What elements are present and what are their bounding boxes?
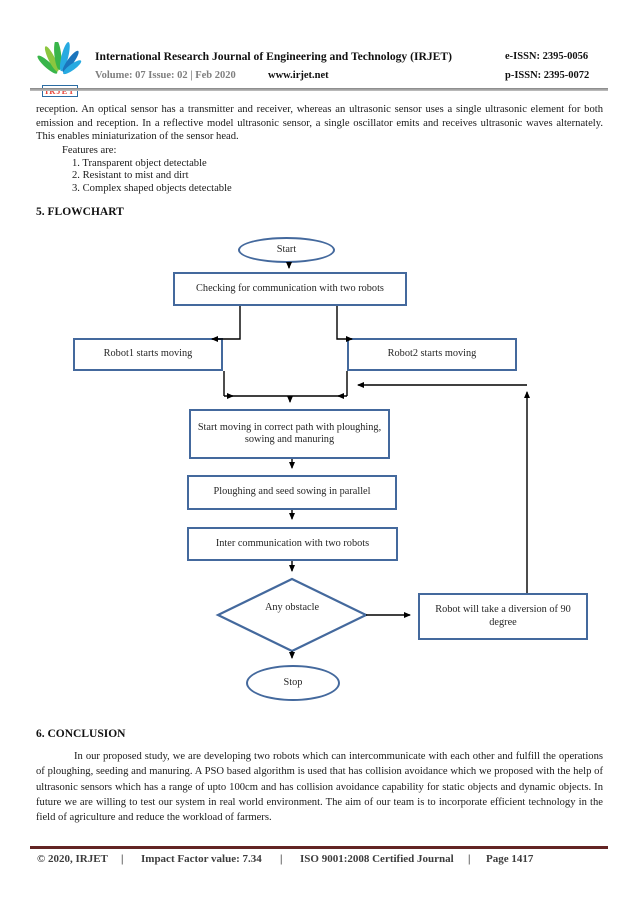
feature-item: 3. Complex shaped objects detectable — [72, 182, 232, 194]
flowchart-node-checking: Checking for communication with two robo… — [173, 272, 407, 306]
footer-divider — [30, 846, 608, 849]
flowchart-decision-label: Any obstacle — [264, 602, 320, 613]
feature-item: 2. Resistant to mist and dirt — [72, 170, 189, 182]
e-issn: e-ISSN: 2395-0056 — [505, 51, 589, 62]
footer-copyright: © 2020, IRJET — [37, 853, 108, 865]
intro-paragraph: reception. An optical sensor has a trans… — [36, 104, 603, 143]
conclusion-paragraph: In our proposed study, we are developing… — [36, 751, 603, 824]
flowchart-node-robot2: Robot2 starts moving — [347, 338, 517, 371]
volume-issue: Volume: 07 Issue: 02 | Feb 2020 — [95, 70, 236, 81]
footer-separator: | — [121, 853, 124, 865]
footer-page-number: Page 1417 — [486, 853, 534, 865]
flowchart-node-robot1: Robot1 starts moving — [73, 338, 223, 371]
footer-separator: | — [468, 853, 471, 865]
section-heading-flowchart: 5. FLOWCHART — [36, 206, 124, 218]
feature-item: 1. Transparent object detectable — [72, 158, 207, 169]
logo-text: IRJET — [41, 85, 79, 97]
decision-diamond — [215, 577, 369, 653]
footer-separator: | — [280, 853, 283, 865]
footer-impact-factor: Impact Factor value: 7.34 — [141, 853, 262, 865]
journal-title: International Research Journal of Engine… — [95, 50, 452, 63]
p-issn: p-ISSN: 2395-0072 — [505, 70, 590, 81]
flowchart-node-stop: Stop — [246, 665, 340, 701]
footer-certification: ISO 9001:2008 Certified Journal — [300, 853, 454, 865]
section-heading-conclusion: 6. CONCLUSION — [36, 728, 126, 740]
flowchart-node-start: Start — [238, 237, 335, 263]
irjet-leaf-icon — [37, 40, 82, 75]
features-list: 1. Transparent object detectable 2. Resi… — [72, 158, 232, 195]
flowchart-node-inter-communication: Inter communication with two robots — [187, 527, 398, 561]
flowchart-node-start-moving: Start moving in correct path with plough… — [189, 409, 390, 459]
features-label: Features are: — [62, 145, 117, 156]
journal-website: www.irjet.net — [268, 70, 329, 81]
header-divider — [30, 88, 608, 91]
flowchart-node-diversion: Robot will take a diversion of 90 degree — [418, 593, 588, 640]
flowchart-node-ploughing: Ploughing and seed sowing in parallel — [187, 475, 397, 510]
irjet-logo: IRJET — [34, 40, 86, 97]
